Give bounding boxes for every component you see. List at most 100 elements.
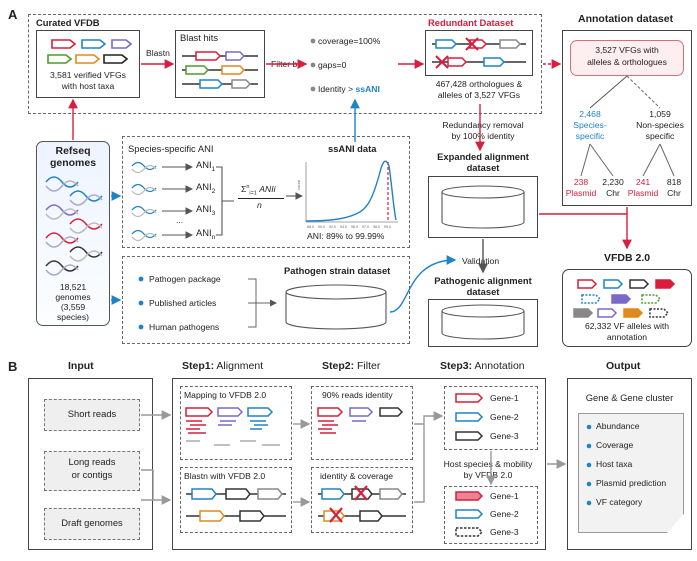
step3-top-gene-1: Gene-1 bbox=[490, 393, 519, 403]
curated-vfdb-box bbox=[36, 30, 140, 98]
output-item-coverage: Coverage bbox=[596, 440, 634, 450]
input-frame bbox=[28, 378, 153, 550]
refseq-count-3: (3,559 bbox=[60, 302, 86, 312]
step3-bottom-gene-2: Gene-2 bbox=[490, 509, 519, 519]
redundancy-line-2: by 100% identity bbox=[451, 131, 515, 141]
step1-map-box bbox=[180, 386, 292, 460]
step3-genes-top-box bbox=[444, 386, 538, 450]
step3-header: Step3: Annotation bbox=[440, 360, 525, 373]
pathogen-strain-line-1: 2,368 genomes, bbox=[305, 299, 367, 309]
input-draft-genomes: Draft genomes bbox=[61, 517, 123, 528]
curated-vfdb-text-2: with host taxa bbox=[61, 81, 115, 91]
vfdb2-box bbox=[562, 269, 692, 347]
species-specific-line-2: specific bbox=[575, 131, 605, 141]
ani-2: ANI2 bbox=[196, 181, 216, 195]
ani-1-sub: 1 bbox=[211, 165, 216, 173]
ssani-range: ANI: 89% to 99.99% bbox=[307, 231, 385, 241]
arrow-to-vfdb2 bbox=[539, 213, 632, 250]
criteria-coverage: coverage=100% bbox=[318, 36, 381, 46]
pathogenic-box bbox=[428, 299, 538, 347]
step1-map-label: Mapping to VFDB 2.0 bbox=[184, 390, 267, 400]
input-long-reads-1: Long reads bbox=[68, 456, 116, 467]
validation-label: Validation bbox=[462, 256, 500, 266]
pathogen-source-2: Published articles bbox=[149, 298, 217, 308]
ani-n-text: ANI bbox=[196, 227, 212, 238]
criteria-gaps: gaps=0 bbox=[318, 60, 347, 70]
step3-bottom-gene-1: Gene-1 bbox=[490, 491, 519, 501]
criteria-identity-text: Identity > bbox=[318, 84, 356, 94]
panel-a-label: A bbox=[8, 7, 18, 22]
expanded-alleles: 62,332 VF alleles bbox=[449, 209, 517, 219]
output-item-host-taxa: Host taxa bbox=[596, 459, 633, 469]
output-page bbox=[578, 413, 684, 533]
expanded-title-2: dataset bbox=[466, 162, 500, 173]
step2-idcov-label: identity & coverage bbox=[320, 471, 394, 481]
vfdb2-title: VFDB 2.0 bbox=[604, 252, 651, 264]
redundant-dataset-box bbox=[425, 30, 533, 76]
leaf-plasmid-1-count: 238 bbox=[573, 177, 589, 187]
ani-n-sub: n bbox=[211, 233, 216, 241]
criteria-identity: Identity > ssANI bbox=[318, 84, 380, 94]
pathogen-strain-line-2: 303 species bbox=[313, 310, 359, 320]
pathogen-source-1: Pathogen package bbox=[149, 274, 221, 284]
non-species-line-1: Non-species bbox=[636, 120, 684, 130]
step3-top-gene-3: Gene-3 bbox=[490, 431, 519, 441]
ani-3: ANI3 bbox=[196, 203, 216, 217]
formula-bar bbox=[238, 198, 284, 199]
annotation-box-line-2: alleles & orthologues bbox=[587, 57, 667, 67]
leaf-chr-1-label: Chr bbox=[606, 188, 620, 198]
step2-reads-label: 90% reads identity bbox=[322, 390, 393, 400]
top-pipeline-frame bbox=[28, 14, 542, 114]
formula-numerator: Σni=1 ANIi bbox=[241, 183, 276, 197]
input-header: Input bbox=[68, 360, 94, 372]
step3-prefix: Step3: bbox=[440, 360, 473, 372]
step3-top-gene-2: Gene-2 bbox=[490, 412, 519, 422]
curated-vfdb-title: Curated VFDB bbox=[36, 17, 100, 28]
non-species-count: 1,059 bbox=[649, 109, 671, 119]
steps-frame bbox=[172, 378, 546, 550]
ani-2-text: ANI bbox=[196, 181, 212, 192]
redundancy-line-1: Redundancy removal bbox=[442, 120, 524, 130]
step3-host-line-2: by VFDB 2.0 bbox=[463, 470, 513, 480]
input-draft-genomes-box bbox=[44, 508, 140, 540]
blast-hits-box bbox=[175, 30, 265, 98]
pathogen-source-3: Human pathogens bbox=[149, 322, 220, 332]
input-long-reads-2: or contigs bbox=[71, 469, 113, 480]
output-item-plasmid: Plasmid prediction bbox=[596, 478, 667, 488]
ani-1-text: ANI bbox=[196, 159, 212, 170]
input-short-reads: Short reads bbox=[67, 408, 117, 419]
vfdb2-line-2: annotation bbox=[606, 332, 648, 342]
step3-host-line-1: Host species & mobility bbox=[443, 459, 533, 469]
formula-sum-top: n bbox=[246, 184, 250, 190]
leaf-chr-1-count: 2,230 bbox=[602, 177, 624, 187]
step3-genes-bottom-box bbox=[444, 486, 538, 544]
step3-name: Annotation bbox=[472, 360, 525, 372]
species-ani-title: Species-specific ANI bbox=[128, 143, 214, 154]
refseq-count-1: 18,521 bbox=[59, 282, 87, 292]
leaf-plasmid-2-label: Plasmid bbox=[627, 188, 659, 198]
refseq-count-2: genomes bbox=[55, 292, 91, 302]
step1-header: Step1: Alignment bbox=[182, 360, 263, 373]
species-ani-frame bbox=[122, 136, 410, 248]
ssani-title: ssANI data bbox=[328, 143, 377, 154]
output-title: Gene & Gene cluster bbox=[585, 392, 674, 403]
pathogen-strain-title: Pathogen strain dataset bbox=[284, 265, 391, 276]
leaf-chr-2-label: Chr bbox=[667, 188, 681, 198]
output-item-vf-category: VF category bbox=[596, 497, 643, 507]
ani-2-sub: 2 bbox=[211, 187, 216, 195]
output-item-abundance: Abundance bbox=[596, 421, 640, 431]
ani-3-sub: 3 bbox=[211, 209, 216, 217]
ani-1: ANI1 bbox=[196, 159, 216, 173]
redundant-text-2: alleles of 3,527 VFGs bbox=[437, 90, 521, 100]
step2-name: Filter bbox=[354, 360, 381, 372]
species-specific-line-1: Species- bbox=[573, 120, 607, 130]
panel-b-label: B bbox=[8, 359, 18, 374]
vfdb2-line-1: 62,332 VF alleles with bbox=[584, 321, 670, 331]
expanded-title-1: Expanded alignment bbox=[437, 151, 529, 162]
ani-3-text: ANI bbox=[196, 203, 212, 214]
ani-dots: ... bbox=[176, 215, 184, 225]
redundant-dataset-title: Redundant Dataset bbox=[428, 17, 514, 28]
step1-blastn-label: Blastn with VFDB 2.0 bbox=[184, 471, 266, 481]
input-long-reads-box bbox=[44, 451, 140, 491]
blast-hits-title: Blast hits bbox=[180, 32, 219, 43]
